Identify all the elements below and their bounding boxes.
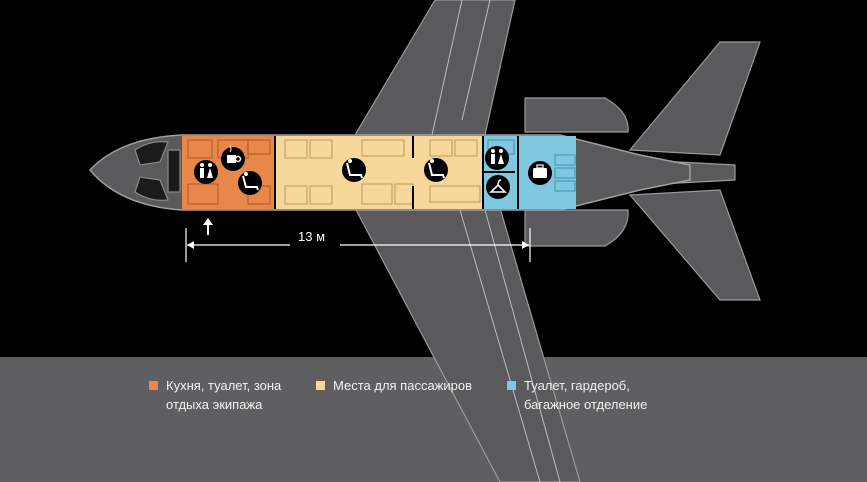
- seat-icon: [342, 158, 366, 182]
- length-dimension-line: [185, 228, 531, 262]
- legend-label-line1: Туалет, гардероб,: [524, 378, 630, 393]
- cockpit-windows: [134, 141, 181, 201]
- legend-swatch-service: [507, 381, 516, 390]
- passenger-zone: [274, 136, 483, 209]
- legend-panel-background: [0, 357, 867, 482]
- aircraft-engines: [524, 97, 629, 247]
- restroom-icon: [194, 160, 218, 184]
- restroom-icon: [485, 146, 509, 170]
- legend-item-service: Туалет, гардероб, багажное отделение: [507, 376, 647, 414]
- aircraft-wings: [353, 0, 581, 482]
- hanger-icon: [486, 175, 510, 199]
- entry-arrow-icon: [203, 218, 213, 235]
- length-label: 13 м: [298, 229, 326, 244]
- legend-label-line2: багажное отделение: [524, 397, 648, 412]
- legend-swatch-passenger: [316, 381, 325, 390]
- reclining-seat-icon: [238, 171, 262, 195]
- legend-swatch-crew: [149, 381, 158, 390]
- seat-icon: [424, 158, 448, 182]
- legend-label-line2: отдыха экипажа: [166, 397, 263, 412]
- legend-label-line1: Места для пассажиров: [333, 378, 473, 393]
- coffee-cup-icon: [221, 145, 245, 171]
- legend-label-line1: Кухня, туалет, зона: [166, 378, 282, 393]
- luggage-icon: [528, 161, 552, 185]
- legend-item-crew: Кухня, туалет, зона отдыха экипажа: [149, 376, 281, 414]
- legend-item-passenger: Места для пассажиров: [316, 376, 472, 395]
